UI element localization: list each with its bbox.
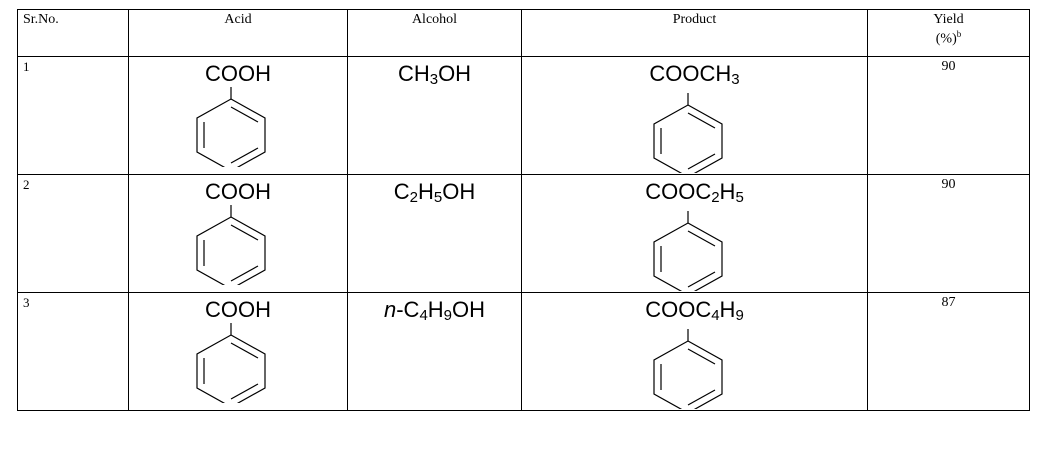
benzene-ring-icon [196,205,266,285]
formula-text: H [418,179,434,204]
table-row: 2 COOH C2H5OH COOC2H5 90 [17,174,1030,293]
acid-cell: COOH [128,292,348,411]
benzene-ring-icon [196,323,266,403]
formula-text: C [393,179,410,204]
header-row: Sr.No. Acid Alcohol Product Yield (%)b [17,9,1030,57]
table-row: 3 COOH n-C4H9OH COOC4H9 87 [17,292,1030,411]
formula-subscript: 5 [433,189,443,206]
product-cell: COOC2H5 [521,174,868,293]
formula-subscript: 4 [419,307,428,324]
header-yield-label: Yield [933,12,964,27]
formula-text: OH [452,297,486,322]
alcohol-cell: n-C4H9OH [347,292,522,411]
formula-subscript: 9 [443,307,453,324]
esterification-table: Sr.No. Acid Alcohol Product Yield (%)b 1… [17,9,1030,411]
header-alcohol: Alcohol [347,9,522,57]
formula-text: COOCH [649,61,732,86]
yield-cell: 87 [867,292,1030,411]
header-yield: Yield (%)b [867,9,1030,57]
row-srno: 3 [17,292,129,411]
formula-subscript: 2 [711,189,720,206]
formula-text: H [719,179,736,204]
yield-cell: 90 [867,56,1030,175]
benzene-ring-icon [652,211,723,291]
header-srno: Sr.No. [17,9,129,57]
benzene-ring-icon [196,87,266,167]
product-formula: COOC4H9 [522,297,867,329]
formula-text: COOC [645,179,712,204]
yield-cell: 90 [867,174,1030,293]
formula-text: H [427,297,444,322]
acid-cell: COOH [128,56,348,175]
formula-subscript: 3 [429,71,439,88]
header-yield-footnote: b [956,29,962,39]
product-formula: COOCH3 [522,61,867,93]
header-acid: Acid [128,9,348,57]
alcohol-cell: C2H5OH [347,174,522,293]
product-cell: COOCH3 [521,56,868,175]
header-yield-unit: (%) [935,31,957,47]
alcohol-formula: n-C4H9OH [383,297,486,324]
benzene-ring-icon [652,329,723,409]
formula-subscript: 2 [409,189,418,206]
table-row: 1 COOH CH3OH COOCH3 90 [17,56,1030,175]
formula-subscript: 9 [735,307,744,324]
alcohol-formula: C2H5OH [348,179,521,211]
alcohol-formula: CH3OH [348,61,521,93]
formula-text: CH [397,61,430,86]
formula-text: OH [438,61,472,86]
acid-formula: COOH [205,297,271,322]
benzene-ring-icon [652,93,723,173]
header-product: Product [521,9,868,57]
acid-formula: COOH [205,61,271,86]
acid-formula: COOH [205,179,271,204]
formula-text: OH [442,179,476,204]
product-formula: COOC2H5 [522,179,867,211]
row-srno: 2 [17,174,129,293]
product-cell: COOC4H9 [521,292,868,411]
formula-subscript: 5 [735,189,744,206]
formula-text: -C [396,297,420,322]
alcohol-cell: CH3OH [347,56,522,175]
formula-subscript: 3 [731,71,740,88]
formula-text: H [719,297,736,322]
acid-cell: COOH [128,174,348,293]
formula-subscript: 4 [711,307,720,324]
formula-text: COOC [645,297,712,322]
row-srno: 1 [17,56,129,175]
